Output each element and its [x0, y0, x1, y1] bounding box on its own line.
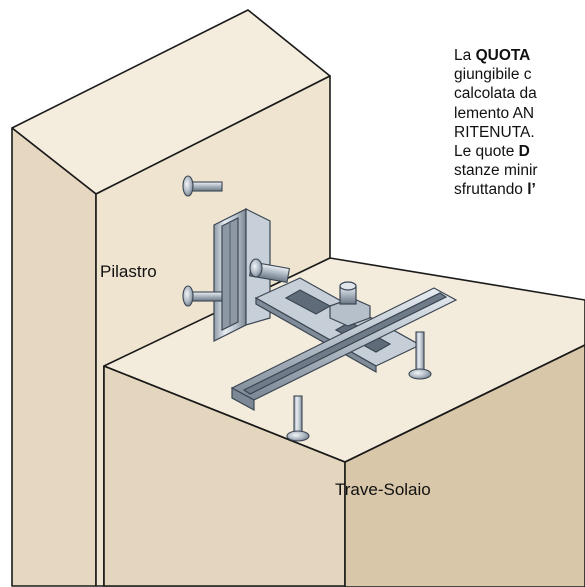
beam-slab [103, 257, 585, 587]
nut-bolt [329, 281, 371, 327]
description-line: RITENUTA. [454, 123, 535, 141]
beam-head-right [408, 368, 432, 380]
description-line: lemento AN [454, 104, 535, 122]
connector-rod [248, 258, 291, 284]
description-bold: D [518, 142, 530, 160]
horizontal-channel [230, 287, 458, 412]
pillar-front-face [11, 127, 97, 587]
description-line: sfruttando l’ [454, 181, 536, 199]
beam-rod-left [293, 395, 303, 435]
beam-rod-right [415, 331, 425, 373]
beam-head-left [286, 430, 310, 442]
beam-label: Trave-Solaio [335, 480, 431, 499]
description-bold: l’ [527, 181, 536, 199]
description-line: giungibile c [454, 66, 532, 84]
pillar-anchor-rods [182, 175, 223, 307]
anchor-head-lower [182, 285, 194, 307]
description-line: calcolata da [454, 85, 537, 103]
description-line: Le quote D [454, 142, 530, 160]
anchor-head-upper [182, 175, 194, 197]
beam-anchor-rods [286, 331, 432, 442]
pillar-label: Pilastro [100, 262, 157, 281]
pillar [11, 9, 331, 587]
description-line: stanze minir [454, 162, 538, 180]
description-line: La QUOTA [454, 47, 531, 64]
description-bold: QUOTA [475, 47, 531, 64]
